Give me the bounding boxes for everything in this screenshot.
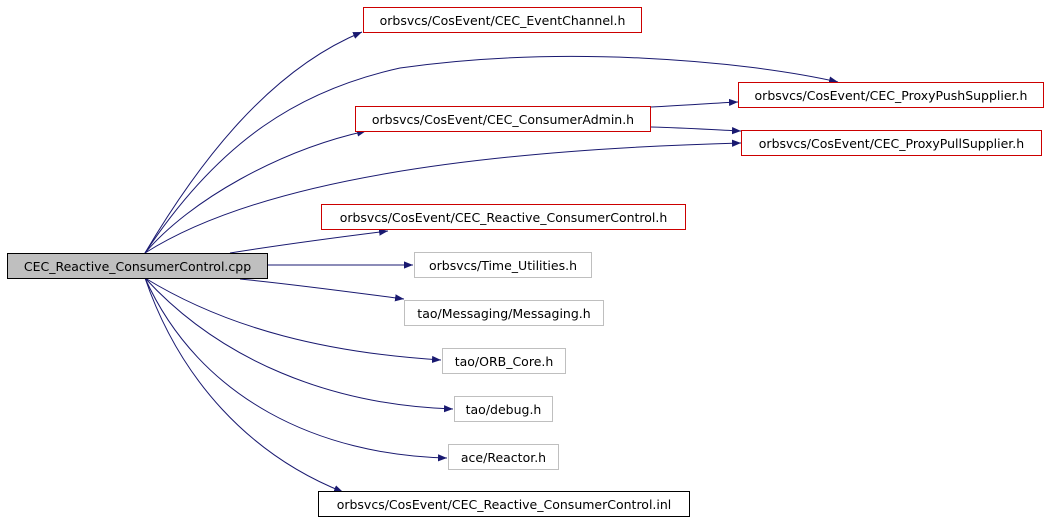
edge-root-to-messaging: [239, 278, 405, 302]
edge-root-to-consumer-admin: [144, 129, 367, 254]
node-reactor-header[interactable]: ace/Reactor.h: [448, 444, 559, 470]
edge-root-to-proxy-push-supplier: [144, 55, 839, 254]
edge-root-to-proxy-pull-supplier: [144, 139, 742, 254]
node-messaging-header[interactable]: tao/Messaging/Messaging.h: [404, 300, 604, 326]
node-proxy-push-supplier-header[interactable]: orbsvcs/CosEvent/CEC_ProxyPushSupplier.h: [738, 82, 1044, 108]
node-reactive-consumer-control-header[interactable]: orbsvcs/CosEvent/CEC_Reactive_ConsumerCo…: [321, 204, 686, 230]
edge-consumer-admin-to-proxy-push-supplier: [650, 98, 739, 108]
node-proxy-pull-supplier-header[interactable]: orbsvcs/CosEvent/CEC_ProxyPullSupplier.h: [741, 130, 1042, 156]
edge-root-to-reactive-consumer-control-h: [229, 228, 389, 254]
node-debug-header[interactable]: tao/debug.h: [454, 396, 553, 422]
node-event-channel-header[interactable]: orbsvcs/CosEvent/CEC_EventChannel.h: [363, 7, 642, 33]
node-reactive-consumer-control-inline[interactable]: orbsvcs/CosEvent/CEC_Reactive_ConsumerCo…: [318, 491, 690, 517]
node-time-utilities-header[interactable]: orbsvcs/Time_Utilities.h: [414, 252, 592, 278]
edge-root-to-reactive-consumer-control-inl: [144, 277, 344, 493]
edge-consumer-admin-to-proxy-pull-supplier: [650, 126, 742, 135]
edge-root-to-reactor: [144, 277, 448, 462]
edge-root-to-orb-core: [144, 277, 442, 364]
node-consumer-admin-header[interactable]: orbsvcs/CosEvent/CEC_ConsumerAdmin.h: [355, 106, 651, 132]
edge-root-to-debug: [144, 277, 454, 413]
node-root-source-file[interactable]: CEC_Reactive_ConsumerControl.cpp: [7, 253, 268, 279]
edge-root-to-event-channel: [144, 31, 363, 254]
node-orb-core-header[interactable]: tao/ORB_Core.h: [442, 348, 566, 374]
